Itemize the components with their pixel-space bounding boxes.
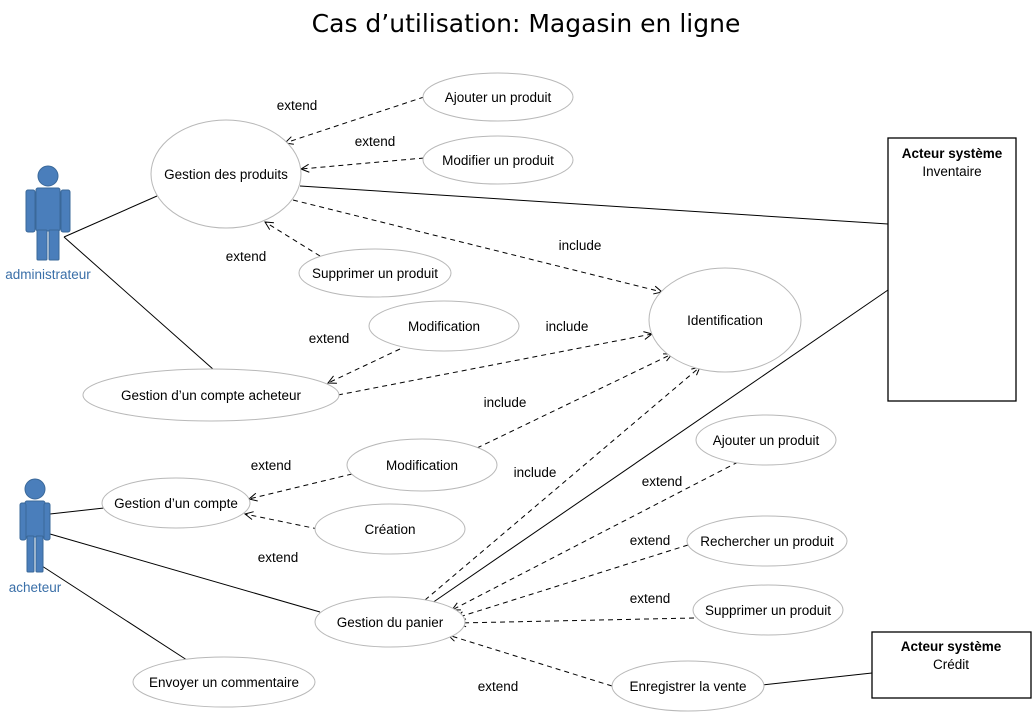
system-actor-title: Acteur système: [901, 639, 1002, 654]
extend-modification-1-arrow: [328, 348, 401, 383]
system-actor-name: Inventaire: [922, 164, 981, 179]
extend-modifier-produit-arrow: [301, 157, 425, 169]
use-case-supprimer-produit[interactable]: Supprimer un produit: [298, 248, 452, 298]
use-case-label: Enregistrer la vente: [629, 679, 746, 694]
include-label: include: [514, 465, 557, 480]
extend-creation-arrow: [245, 514, 319, 530]
use-case-label: Modification: [386, 458, 458, 473]
extend-modification-2-arrow: [249, 473, 353, 499]
use-case-ajouter-produit[interactable]: Ajouter un produit: [422, 72, 574, 122]
use-case-label: Ajouter un produit: [445, 90, 552, 105]
extend-label: extend: [251, 458, 292, 473]
actor-figure-icon: [25, 165, 71, 261]
diagram-title: Cas d’utilisation: Magasin en ligne: [312, 9, 741, 38]
use-case-label: Gestion d’un compte: [114, 496, 238, 511]
use-case-label: Supprimer un produit: [312, 266, 438, 281]
use-case-gestion-compte-acheteur[interactable]: Gestion d’un compte acheteur: [82, 368, 340, 422]
use-case-modifier-produit[interactable]: Modifier un produit: [422, 135, 574, 185]
use-case-label: Ajouter un produit: [713, 433, 820, 448]
assoc-acheteur-gestion-panier: [49, 533, 321, 613]
extend-label: extend: [258, 550, 299, 565]
extend-supprimer-produit-2-arrow: [458, 617, 695, 623]
actor-label: administrateur: [5, 267, 91, 282]
use-case-ajouter-produit-panier[interactable]: Ajouter un produit: [695, 414, 837, 466]
system-actor-inventaire[interactable]: Acteur système Inventaire: [887, 137, 1017, 402]
extend-label: extend: [630, 591, 671, 606]
include-produits-identification-arrow: [292, 199, 662, 292]
actor-figure-icon: [19, 478, 51, 573]
extend-enregistrer-vente-arrow: [448, 635, 613, 687]
assoc-panier-inventaire: [431, 289, 889, 604]
use-case-rechercher-produit[interactable]: Rechercher un produit: [686, 515, 848, 567]
extend-ajouter-produit-arrow: [285, 96, 425, 143]
assoc-admin-gestion-produits: [63, 195, 158, 238]
associations: [41, 185, 889, 686]
relation-labels: extend extend extend include extend incl…: [226, 98, 683, 694]
assoc-vente-credit: [761, 672, 873, 686]
use-case-enregistrer-vente[interactable]: Enregistrer la vente: [611, 660, 765, 712]
extend-label: extend: [277, 98, 318, 113]
use-case-label: Gestion du panier: [337, 615, 444, 630]
use-case-label: Supprimer un produit: [705, 603, 831, 618]
assoc-acheteur-gestion-compte: [49, 507, 105, 515]
include-label: include: [484, 395, 527, 410]
extend-rechercher-produit-arrow: [456, 544, 689, 618]
include-modification-2-identification-arrow: [476, 354, 672, 449]
include-panier-identification-arrow: [424, 367, 700, 601]
extend-label: extend: [642, 474, 683, 489]
use-case-label: Identification: [687, 313, 763, 328]
system-actor-credit[interactable]: Acteur système Crédit: [871, 631, 1032, 699]
use-case-modification-compte[interactable]: Modification: [346, 438, 498, 492]
extend-label: extend: [226, 249, 267, 264]
extend-supprimer-produit-arrow: [265, 222, 321, 257]
extend-label: extend: [309, 331, 350, 346]
use-case-gestion-panier[interactable]: Gestion du panier: [314, 596, 466, 648]
actor-acheteur[interactable]: acheteur: [9, 478, 62, 595]
system-actor-name: Crédit: [933, 657, 969, 672]
use-case-label: Création: [364, 522, 415, 537]
assoc-admin-gestion-compte-acheteur: [63, 236, 215, 371]
include-label: include: [559, 238, 602, 253]
include-label: include: [546, 319, 589, 334]
use-case-envoyer-commentaire[interactable]: Envoyer un commentaire: [132, 656, 316, 708]
actor-administrateur[interactable]: administrateur: [5, 165, 91, 282]
use-case-label: Envoyer un commentaire: [149, 675, 299, 690]
dependencies: [245, 96, 739, 687]
use-case-label: Gestion des produits: [164, 167, 288, 182]
use-case-label: Modifier un produit: [442, 153, 554, 168]
actor-label: acheteur: [9, 580, 62, 595]
use-case-supprimer-produit-panier[interactable]: Supprimer un produit: [692, 584, 844, 636]
extend-label: extend: [355, 134, 396, 149]
extend-label: extend: [630, 533, 671, 548]
use-case-creation[interactable]: Création: [314, 503, 466, 555]
use-case-modification[interactable]: Modification: [368, 300, 520, 352]
use-case-gestion-produits[interactable]: Gestion des produits: [150, 119, 302, 229]
use-case-label: Gestion d’un compte acheteur: [121, 388, 302, 403]
assoc-gestion-produits-inventaire: [299, 185, 889, 225]
extend-label: extend: [478, 679, 519, 694]
system-actor-title: Acteur système: [902, 146, 1003, 161]
assoc-acheteur-commentaire: [41, 565, 191, 663]
use-case-identification[interactable]: Identification: [648, 267, 802, 373]
use-case-label: Rechercher un produit: [700, 534, 834, 549]
use-case-gestion-compte[interactable]: Gestion d’un compte: [101, 477, 251, 529]
use-case-label: Modification: [408, 319, 480, 334]
